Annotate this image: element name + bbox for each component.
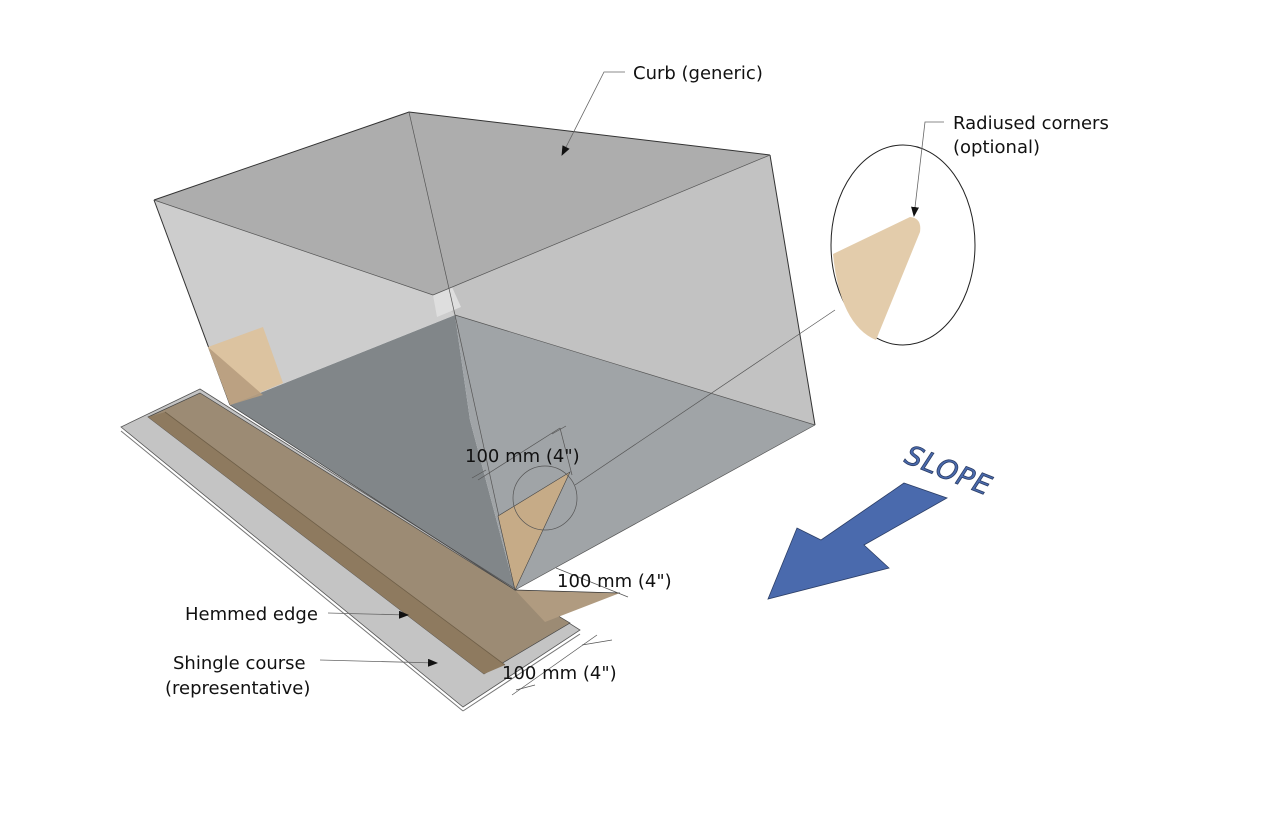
- apron-fold-line: [229, 404, 516, 591]
- curb-edge: [432, 154, 771, 296]
- corner-extension-edge: [514, 589, 621, 594]
- detail-small-circle: [512, 465, 578, 531]
- dim-line-horizontal: [555, 567, 629, 598]
- dim-tick: [471, 469, 487, 479]
- shingle-course-leader: [319, 658, 438, 667]
- leaders: [319, 71, 944, 667]
- curb-inner-floor-left: [230, 315, 515, 590]
- curb-label: Curb (generic): [633, 63, 763, 84]
- slope-arrow-icon: [767, 482, 948, 600]
- dim-line-vertical: [477, 427, 561, 481]
- dimension-label-shingle-overhang: 100 mm (4"): [502, 663, 617, 684]
- corner-flap-left-shade: [208, 347, 263, 405]
- detail-connector-line: [574, 309, 836, 486]
- slope-indicator: SLOPE: [767, 439, 997, 600]
- labels: Curb (generic) Radiused corners (optiona…: [165, 63, 1109, 699]
- flashing: [147, 327, 621, 675]
- curb-edge: [514, 424, 816, 591]
- curb-edge: [153, 199, 434, 296]
- hemmed-edge-label: Hemmed edge: [185, 604, 318, 625]
- dim-extension: [581, 639, 613, 646]
- curb-edge: [454, 314, 816, 426]
- hem-line: [164, 411, 506, 666]
- dim-extension: [559, 427, 573, 476]
- corner-extension: [515, 590, 620, 622]
- curb-leader: [561, 71, 625, 156]
- radiused-corners-label: Radiused corners: [953, 113, 1109, 134]
- dimension-marks: [471, 425, 629, 696]
- dim-tick: [551, 425, 567, 435]
- curb-face-right: [433, 155, 815, 425]
- curb-edge: [769, 154, 816, 426]
- shingle-course-label: Shingle course: [173, 653, 306, 674]
- radiused-corners-sublabel: (optional): [953, 137, 1040, 158]
- dim-extension: [515, 684, 536, 691]
- shingle-course-edge: [462, 633, 581, 712]
- dimension-label-corner-vertical: 100 mm (4"): [465, 446, 580, 467]
- curb-top-face: [154, 112, 770, 295]
- corner-flap-right: [497, 471, 571, 591]
- shingle-course-sublabel: (representative): [165, 678, 310, 699]
- radiused-corners-leader: [911, 121, 944, 217]
- detail-callout: [512, 144, 976, 531]
- dimension-label-corner-horizontal: 100 mm (4"): [557, 571, 672, 592]
- hemmed-edge-leader: [327, 610, 409, 619]
- radiused-corner-detail-shape: [833, 217, 921, 340]
- curb-edge: [408, 111, 456, 316]
- dim-line-overhang: [511, 634, 598, 696]
- hemmed-edge-strip: [148, 412, 505, 674]
- shingle-course-edge: [120, 430, 464, 712]
